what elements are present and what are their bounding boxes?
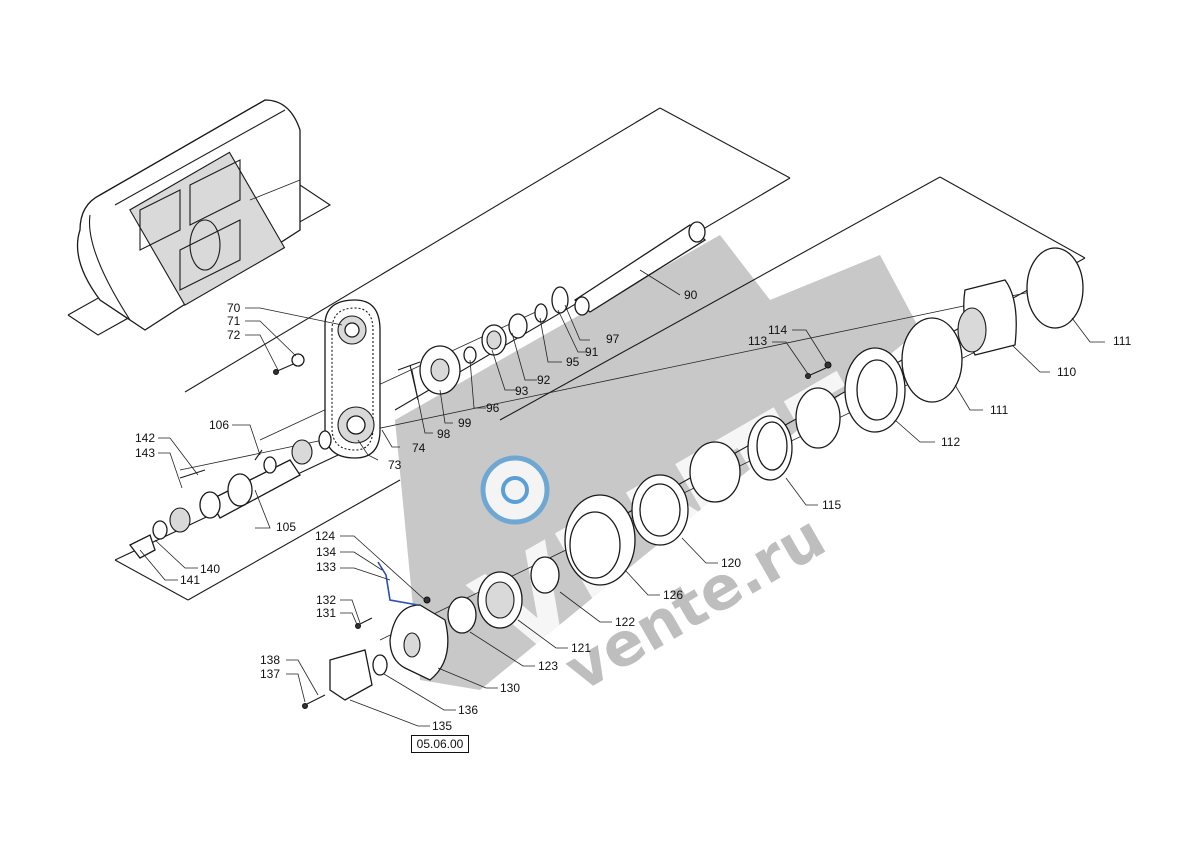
callout-130: 130 — [500, 681, 520, 695]
drive-shaft-105 — [129, 430, 332, 559]
callout-97: 97 — [606, 332, 620, 346]
callout-99: 99 — [458, 416, 472, 430]
callout-140: 140 — [200, 562, 220, 576]
callout-135: 135 — [432, 719, 452, 733]
callout-131: 131 — [316, 606, 336, 620]
callout-91: 91 — [585, 345, 599, 359]
callout-124: 124 — [315, 529, 335, 543]
callout-143: 143 — [135, 446, 155, 460]
callout-90: 90 — [684, 288, 698, 302]
callout-136: 136 — [458, 703, 478, 717]
callout-70: 70 — [227, 301, 241, 315]
shaft-90 — [463, 221, 707, 364]
callout-73: 73 — [388, 458, 402, 472]
callout-113: 113 — [748, 334, 767, 348]
callout-105: 105 — [276, 520, 296, 534]
callout-126: 126 — [663, 588, 683, 602]
callout-134: 134 — [316, 545, 336, 559]
callout-96: 96 — [486, 401, 500, 415]
flange-96 — [397, 345, 461, 401]
callout-labels: 70 71 72 73 74 90 91 92 93 95 96 97 98 9… — [135, 288, 1132, 733]
callout-141: 141 — [180, 573, 200, 587]
callout-132: 132 — [316, 593, 336, 607]
callout-72: 72 — [227, 328, 241, 342]
callout-120: 120 — [721, 556, 741, 570]
drum-housing — [76, 99, 301, 331]
bolt-72 — [273, 353, 305, 375]
callout-110: 110 — [1057, 365, 1076, 379]
callout-106: 106 — [209, 418, 229, 432]
callout-98: 98 — [437, 427, 451, 441]
callout-122: 122 — [615, 615, 635, 629]
hydraulic-motor-group — [302, 474, 689, 709]
callout-133: 133 — [316, 560, 336, 574]
callout-137: 137 — [260, 667, 280, 681]
watermark: VENTE vente.ru — [395, 235, 920, 706]
callout-121: 121 — [571, 641, 591, 655]
callout-93: 93 — [515, 384, 529, 398]
callout-112: 112 — [941, 435, 960, 449]
callout-92: 92 — [537, 373, 551, 387]
callout-138: 138 — [260, 653, 280, 667]
watermark-logo-icon — [480, 455, 550, 525]
callout-95: 95 — [566, 355, 580, 369]
callout-71: 71 — [227, 314, 241, 328]
callout-123: 123 — [538, 659, 558, 673]
callout-115: 115 — [822, 498, 841, 512]
callout-111b: 111 — [990, 403, 1009, 417]
drawing-reference-box: 05.06.00 — [411, 735, 469, 753]
leader-lines — [139, 269, 1105, 727]
chain-case — [324, 299, 381, 459]
callout-74: 74 — [412, 441, 426, 455]
callout-142: 142 — [135, 431, 155, 445]
callout-111a: 111 — [1113, 334, 1132, 348]
callout-114: 114 — [768, 323, 787, 337]
